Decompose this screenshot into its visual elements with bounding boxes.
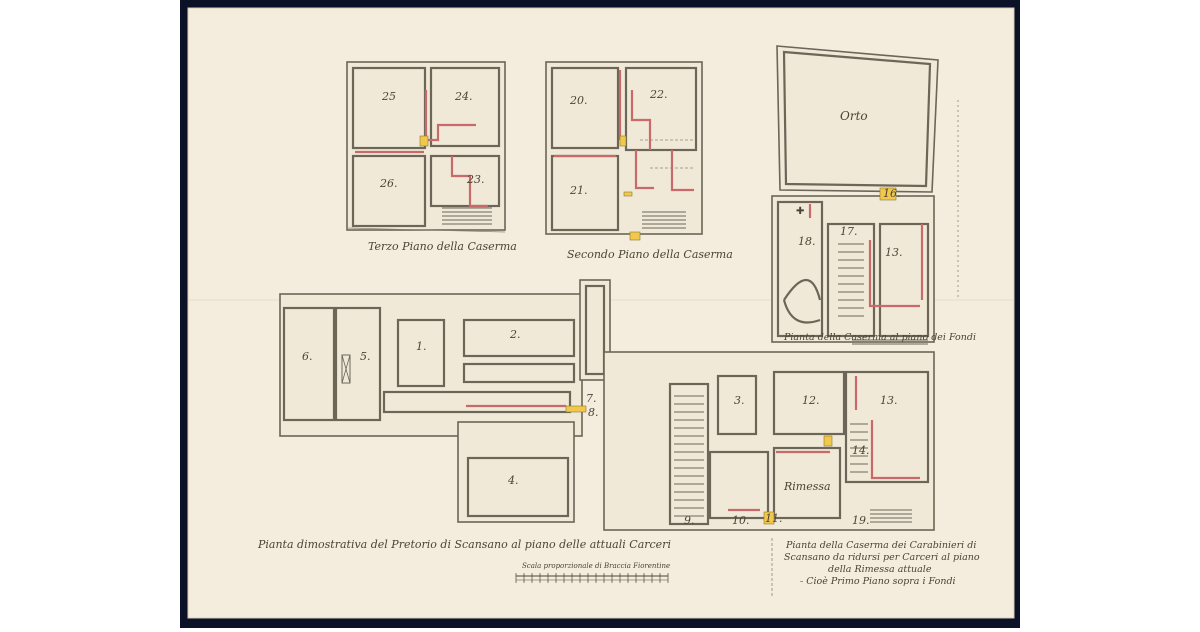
floor-plan-drawing: 25 24. 26. 23. Terzo Piano della Caserma	[180, 0, 1020, 628]
second-floor-title: Secondo Piano della Caserma	[567, 248, 733, 261]
room-5-label: 5.	[360, 350, 371, 363]
second-floor-plan: 20. 22. 21. Secondo Piano della Caserma	[545, 61, 733, 261]
garden-plan: Orto ✚	[771, 45, 976, 345]
room-20-label: 20.	[569, 94, 588, 107]
room-1-label: 1.	[416, 340, 427, 353]
caserma-plan: 3. 12. 13. 14. 9. 10. 11. 19. Rimessa Pi…	[668, 370, 980, 598]
room-17-label: 17.	[840, 225, 858, 238]
room-16-label: 16.	[883, 187, 901, 200]
rimessa-label: Rimessa	[783, 480, 831, 493]
room-9-label: 9.	[684, 514, 695, 527]
room-7-label: 7.	[586, 392, 597, 405]
room-13-label: 13.	[880, 394, 898, 407]
scale-ticks	[515, 573, 669, 583]
room-6-label: 6.	[302, 350, 313, 363]
room-23-label: 23.	[466, 173, 485, 186]
scale-bar: Scala proporzionale di Braccia Fiorentin…	[515, 562, 670, 583]
room-21-label: 21.	[569, 184, 588, 197]
room-10-label: 10.	[732, 514, 750, 527]
room-3-label: 3.	[734, 394, 745, 407]
garden-label: Orto	[840, 109, 868, 123]
caserma-title-line-3: della Rimessa attuale	[828, 564, 932, 575]
room-26-label: 26.	[379, 177, 398, 190]
room-18-label: 18.	[798, 235, 816, 248]
drawing-sheet: 25 24. 26. 23. Terzo Piano della Caserma	[180, 0, 1020, 628]
ground-floor-title: Pianta della Caserma al piano dei Fondi	[783, 332, 976, 343]
room-13-ground-label: 13.	[885, 246, 903, 259]
room-2-label: 2.	[509, 328, 521, 341]
third-floor-title: Terzo Piano della Caserma	[368, 240, 517, 253]
ground-floor-outline	[771, 195, 935, 343]
room-19-label: 19.	[852, 514, 870, 527]
scale-label: Scala proporzionale di Braccia Fiorentin…	[522, 562, 670, 570]
room-12-label: 12.	[802, 394, 820, 407]
room-25-label: 25	[381, 90, 396, 103]
room-8-label: 8.	[588, 406, 599, 419]
room-22-label: 22.	[649, 88, 668, 101]
third-floor-plan: 25 24. 26. 23. Terzo Piano della Caserma	[346, 61, 517, 253]
caserma-title-line-2: Scansano da ridursi per Carceri al piano	[784, 552, 980, 563]
room-11-label: 11.	[765, 512, 783, 525]
garden-outline	[776, 45, 939, 193]
svg-text:✚: ✚	[796, 206, 804, 217]
room-4-label: 4.	[507, 474, 519, 487]
room-24-label: 24.	[454, 90, 473, 103]
caserma-title-line-1: Pianta della Caserma dei Carabinieri di	[785, 540, 976, 551]
pretorio-title: Pianta dimostrativa del Pretorio di Scan…	[257, 538, 671, 551]
caserma-title-line-4: - Cioè Primo Piano sopra i Fondi	[800, 576, 956, 587]
room-14-label: 14.	[852, 444, 870, 457]
